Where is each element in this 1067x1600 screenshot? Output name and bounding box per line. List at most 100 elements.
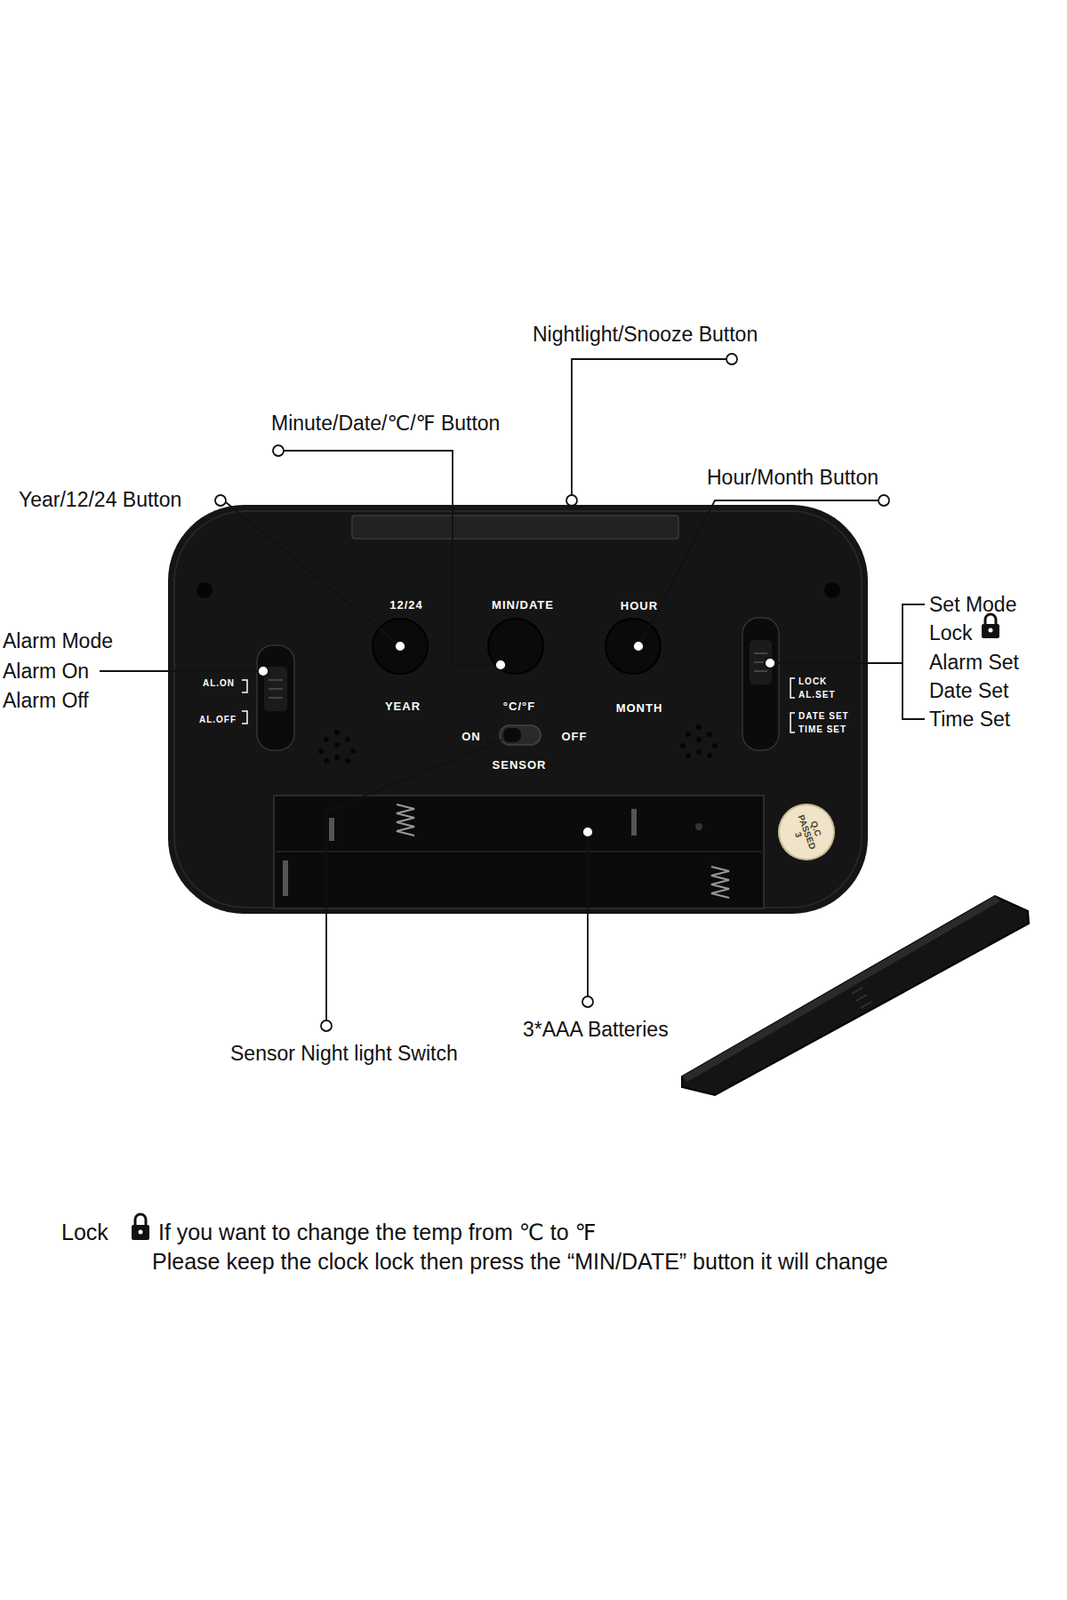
- speaker-holes: [344, 737, 351, 743]
- button-label: 12/24: [389, 599, 424, 613]
- battery-compartment: [631, 809, 637, 836]
- speaker-holes: [696, 749, 702, 755]
- switch-label: AL.OFF: [199, 714, 237, 726]
- button-label: °C/°F: [503, 700, 536, 715]
- clock-body: [196, 582, 213, 599]
- slide-switches: [742, 617, 779, 751]
- speaker-holes: [334, 730, 340, 736]
- speaker-holes: [706, 753, 713, 759]
- switch-label: DATE SET: [798, 711, 850, 723]
- note-text: Lock: [61, 1219, 109, 1246]
- slide-switches: [268, 688, 283, 690]
- lock-icon: [981, 614, 1000, 639]
- battery-cover: [681, 896, 1029, 1096]
- battery-cover: [681, 896, 1029, 1096]
- speaker-holes: [680, 743, 686, 749]
- speaker-holes: [344, 758, 351, 764]
- leader-dots: [215, 353, 890, 1032]
- switch-label: SENSOR: [492, 759, 547, 773]
- speaker-holes: [318, 748, 324, 755]
- switch-label: AL.ON: [202, 678, 235, 690]
- leader-lines: [99, 359, 925, 1021]
- battery-compartment: [273, 850, 764, 853]
- leader-lines: [902, 604, 925, 720]
- buttons: [372, 618, 428, 674]
- slide-switches: [268, 679, 283, 682]
- leader-dots: [764, 657, 776, 669]
- switch-label: AL.SET: [798, 689, 836, 701]
- lock-icon: [981, 624, 1000, 639]
- switch-label: LOCK: [798, 676, 827, 688]
- leader-dots: [878, 495, 890, 506]
- clock-body: [174, 511, 862, 908]
- leader-lines: [571, 359, 727, 496]
- callout-label: Set Mode: [929, 593, 1017, 617]
- leader-lines: [586, 837, 589, 997]
- clock-body: [168, 505, 868, 915]
- callout-label: Time Set: [929, 707, 1011, 731]
- clock-body: [824, 582, 841, 599]
- battery-compartment: [396, 804, 415, 836]
- battery-compartment: [695, 823, 703, 831]
- callout-label: Minute/Date/℃/℉ Button: [271, 411, 500, 435]
- note-text: Please keep the clock lock then press th…: [152, 1249, 889, 1276]
- slide-switches: [241, 680, 248, 724]
- leader-dots: [215, 495, 226, 506]
- speaker-holes: [685, 731, 691, 738]
- battery-compartment: [273, 795, 764, 909]
- speaker-holes: [696, 737, 702, 743]
- callout-label: Alarm Mode: [2, 629, 113, 653]
- button-label: HOUR: [620, 600, 658, 614]
- switch-label: ON: [461, 730, 482, 745]
- speaker-holes: [318, 724, 718, 764]
- slide-switches: [754, 670, 768, 673]
- leader-dots: [582, 826, 594, 838]
- clock-body: [168, 505, 868, 915]
- callout-label: Year/12/24 Button: [18, 488, 182, 512]
- speaker-holes: [712, 743, 718, 749]
- slide-switches: [754, 652, 768, 655]
- leader-lines: [326, 739, 503, 1021]
- callout-label: Lock: [929, 621, 973, 645]
- battery-compartment: [711, 866, 730, 899]
- clock-body: [352, 515, 679, 539]
- speaker-holes: [334, 742, 340, 748]
- lock-icon: [138, 1230, 144, 1236]
- lock-icon: [135, 1214, 146, 1226]
- buttons: [372, 618, 661, 674]
- callout-label: Date Set: [929, 679, 1010, 703]
- switch-label: TIME SET: [798, 724, 847, 736]
- leader-lines: [99, 670, 258, 673]
- battery-compartment: [282, 860, 289, 897]
- speaker-holes: [696, 724, 702, 731]
- battery-cover: [681, 896, 1001, 1083]
- buttons: [605, 618, 661, 674]
- battery-cover: [851, 987, 872, 1009]
- battery-compartment: [273, 795, 764, 909]
- qc-sticker: Q.C PASSED 3: [770, 795, 843, 869]
- speaker-holes: [706, 731, 713, 738]
- leader-lines: [283, 450, 496, 666]
- speaker-holes: [323, 758, 329, 764]
- slide-switches: [503, 728, 522, 743]
- callout-label: Nightlight/Snooze Button: [532, 322, 758, 346]
- callout-label: Hour/Month Button: [706, 465, 879, 490]
- slide-switches: [268, 697, 283, 699]
- button-label: MIN/DATE: [491, 599, 554, 613]
- leader-dots: [272, 445, 284, 457]
- leader-dots: [633, 641, 644, 652]
- leader-dots: [582, 996, 594, 1008]
- callout-label: Alarm Off: [2, 689, 89, 713]
- lock-icon: [131, 1225, 150, 1241]
- lock-icon: [131, 1214, 150, 1241]
- speaker-holes: [350, 748, 356, 755]
- leader-dots: [726, 353, 738, 365]
- leader-dots: [495, 659, 506, 671]
- battery-compartment: [328, 818, 335, 842]
- switch-label: OFF: [561, 730, 588, 745]
- callout-label: Alarm Set: [929, 650, 1019, 674]
- button-label: MONTH: [616, 702, 664, 716]
- speaker-holes: [334, 754, 340, 761]
